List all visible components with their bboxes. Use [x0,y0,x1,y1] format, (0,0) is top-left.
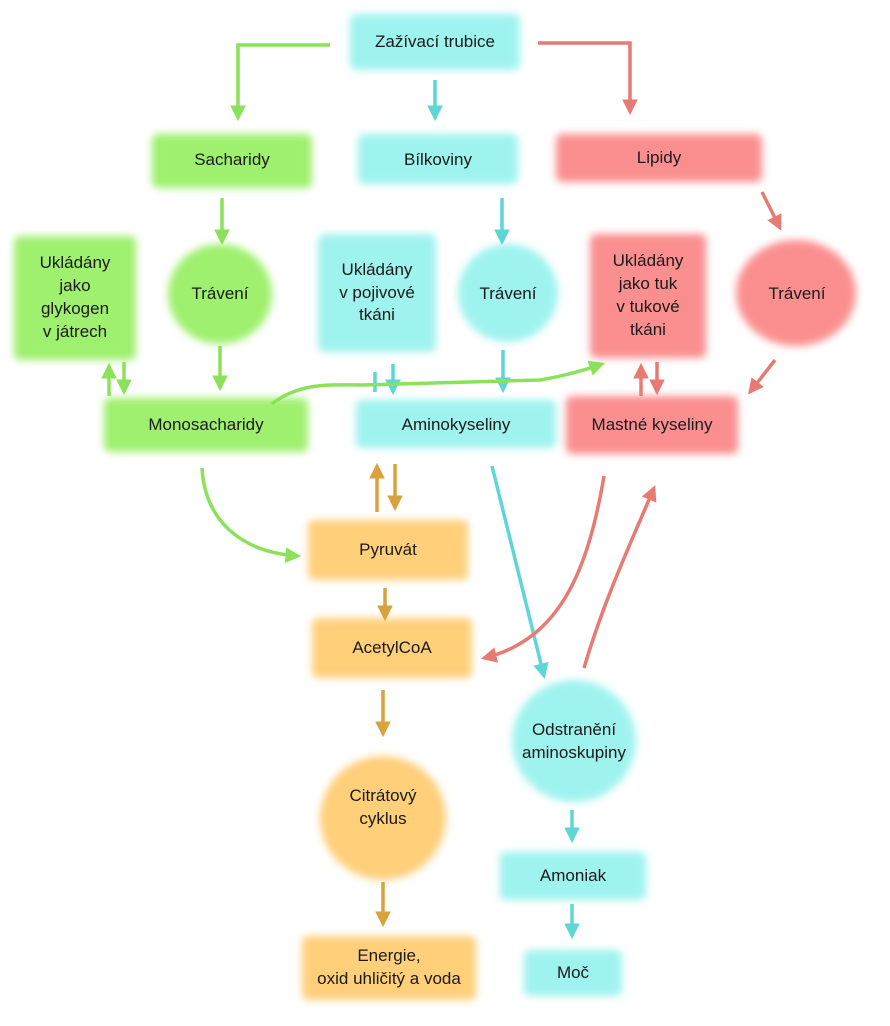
digestion-lipids-label: Trávení [768,283,826,303]
pyruvate-bg [308,520,468,580]
urine-label: Moč [556,962,590,982]
deamination-bg [512,680,636,802]
arrow-fatty-to-acetylcoa [480,475,606,663]
acetylcoa-bg [312,618,472,678]
lipids-bg [556,134,762,182]
monosaccharides-bg [104,398,308,452]
carbohydrates-bg [152,134,312,188]
energy-label: Energie, oxid uhličitý a voda [317,946,461,988]
digestion-proteins-label: Trávení [479,283,537,303]
pyruvate-label: Pyruvát [359,539,417,559]
amino-acids-bg [356,400,556,448]
digestion-lipids-bg [736,240,856,346]
arrow-lipids-to-digestion [760,191,782,231]
digestion-carbs-bg [168,244,272,344]
arrow-mono-to-pyruvate [200,467,302,563]
proteins-bg [358,134,518,184]
protein-storage-label: Ukládány v pojivové tkáni [339,259,415,325]
digestion-carbs-label: Trávení [191,283,249,303]
arrow-digestion-to-fatty [748,358,777,395]
glycogen-storage-bg [14,236,136,360]
fat-storage-bg [590,234,706,358]
lipids-label: Lipidy [636,147,682,167]
proteins-label: Bílkoviny [403,149,473,169]
protein-storage-bg [318,234,436,352]
deamination-label: Odstranění aminoskupiny [522,720,626,762]
digestive-tube-bg [350,14,520,70]
digestive-tube-label: Zažívací trubice [375,31,495,51]
ammonia-bg [500,852,646,900]
fatty-acids-bg [566,396,738,454]
digestion-proteins-bg [458,244,558,342]
fat-storage-label: Ukládány jako tuk v tukové tkáni [612,251,684,339]
citrate-cycle-bg [320,756,446,880]
amino-acids-label: Aminokyseliny [401,414,511,434]
arrow-amino-to-deamination [490,465,549,680]
urine-bg [524,950,622,996]
arrow-tube-to-carbs [230,43,330,122]
citrate-cycle-label: Citrátový cyklus [349,786,417,828]
acetylcoa-label: AcetylCoA [352,637,432,657]
carbohydrates-label: Sacharidy [194,149,270,169]
arrow-deamination-to-fatty [582,485,657,669]
monosaccharides-label: Monosacharidy [148,414,264,434]
energy-bg [302,936,476,1000]
arrow-mono-to-fat-storage [270,360,605,406]
fatty-acids-label: Mastné kyseliny [591,414,713,434]
ammonia-label: Amoniak [539,865,607,885]
arrow-tube-to-lipids [538,41,638,116]
glycogen-storage-label: Ukládány jako glykogen v játrech [39,253,111,341]
